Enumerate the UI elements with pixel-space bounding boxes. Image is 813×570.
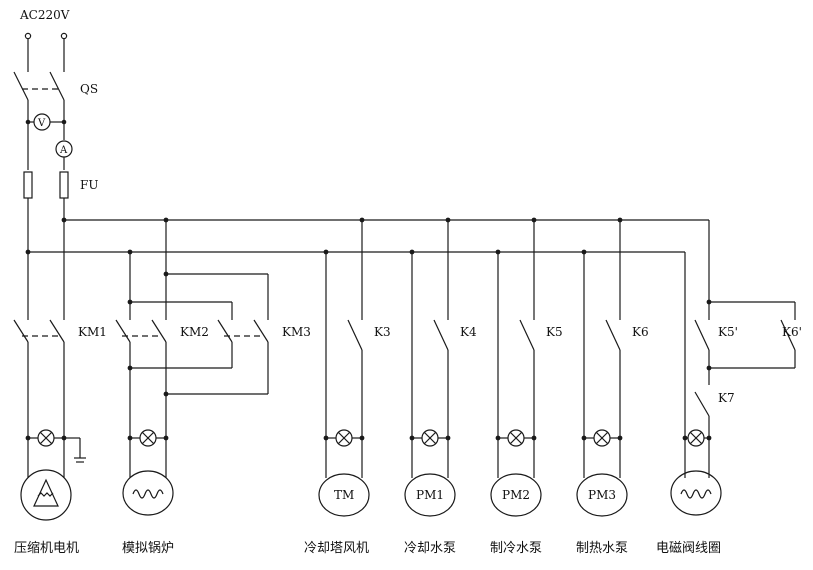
fuse bbox=[23, 171, 69, 222]
motor-pm2 bbox=[490, 473, 542, 517]
indicator-lamp bbox=[421, 429, 439, 447]
branch-cooling-pump bbox=[411, 220, 449, 478]
branch-compressor bbox=[13, 222, 86, 478]
motor-pm2-label: PM2 bbox=[502, 488, 530, 502]
indicator-lamp bbox=[335, 429, 353, 447]
k4-label: K4 bbox=[460, 325, 477, 339]
k5prime-label: K5' bbox=[718, 325, 738, 339]
main-switch-qs bbox=[13, 71, 65, 140]
motor-pm3-label: PM3 bbox=[588, 488, 616, 502]
km2-label: KM2 bbox=[180, 325, 209, 339]
ammeter-symbol: A bbox=[59, 145, 68, 156]
ammeter bbox=[55, 140, 73, 170]
k6-label: K6 bbox=[632, 325, 649, 339]
voltmeter-symbol: V bbox=[37, 118, 46, 129]
caption-cooling-pump: 冷却水泵 bbox=[404, 541, 456, 556]
indicator-lamp bbox=[687, 429, 705, 447]
k7-label: K7 bbox=[718, 391, 735, 405]
branch-chilled-pump bbox=[497, 220, 535, 478]
indicator-lamp bbox=[507, 429, 525, 447]
km3-label: KM3 bbox=[282, 325, 311, 339]
junctions bbox=[25, 217, 712, 441]
voltmeter bbox=[28, 113, 64, 131]
supply-label: AC220V bbox=[19, 8, 70, 22]
boiler-heater bbox=[122, 470, 174, 516]
fuse-label: FU bbox=[80, 178, 98, 192]
motor-pm1 bbox=[404, 473, 456, 517]
km1-label: KM1 bbox=[78, 325, 107, 339]
compressor-motor bbox=[20, 469, 72, 521]
k5-label: K5 bbox=[546, 325, 563, 339]
caption-chilled-pump: 制冷水泵 bbox=[490, 541, 542, 556]
branch-solenoid-valve bbox=[684, 220, 796, 478]
branch-boiler bbox=[115, 220, 269, 478]
motor-tm bbox=[318, 473, 370, 517]
motor-pm3 bbox=[576, 473, 628, 517]
solenoid-coil bbox=[670, 470, 722, 516]
indicator-lamp bbox=[593, 429, 611, 447]
branch-heating-pump bbox=[583, 220, 621, 478]
caption-heating-pump: 制热水泵 bbox=[576, 541, 628, 556]
main-switch-label: QS bbox=[80, 82, 98, 96]
caption-compressor: 压缩机电机 bbox=[14, 540, 79, 556]
caption-cooling-tower-fan: 冷却塔风机 bbox=[304, 541, 369, 556]
indicator-lamp bbox=[37, 429, 55, 447]
motor-pm1-label: PM1 bbox=[416, 488, 444, 502]
caption-boiler: 模拟锅炉 bbox=[122, 540, 174, 556]
k6prime-label: K6' bbox=[782, 325, 802, 339]
supply-terminals bbox=[24, 32, 68, 72]
motor-tm-label: TM bbox=[334, 488, 354, 502]
indicator-lamp bbox=[139, 429, 157, 447]
caption-solenoid-coil: 电磁阀线圈 bbox=[656, 541, 721, 556]
k3-label: K3 bbox=[374, 325, 391, 339]
branch-cooling-tower-fan bbox=[325, 220, 363, 478]
